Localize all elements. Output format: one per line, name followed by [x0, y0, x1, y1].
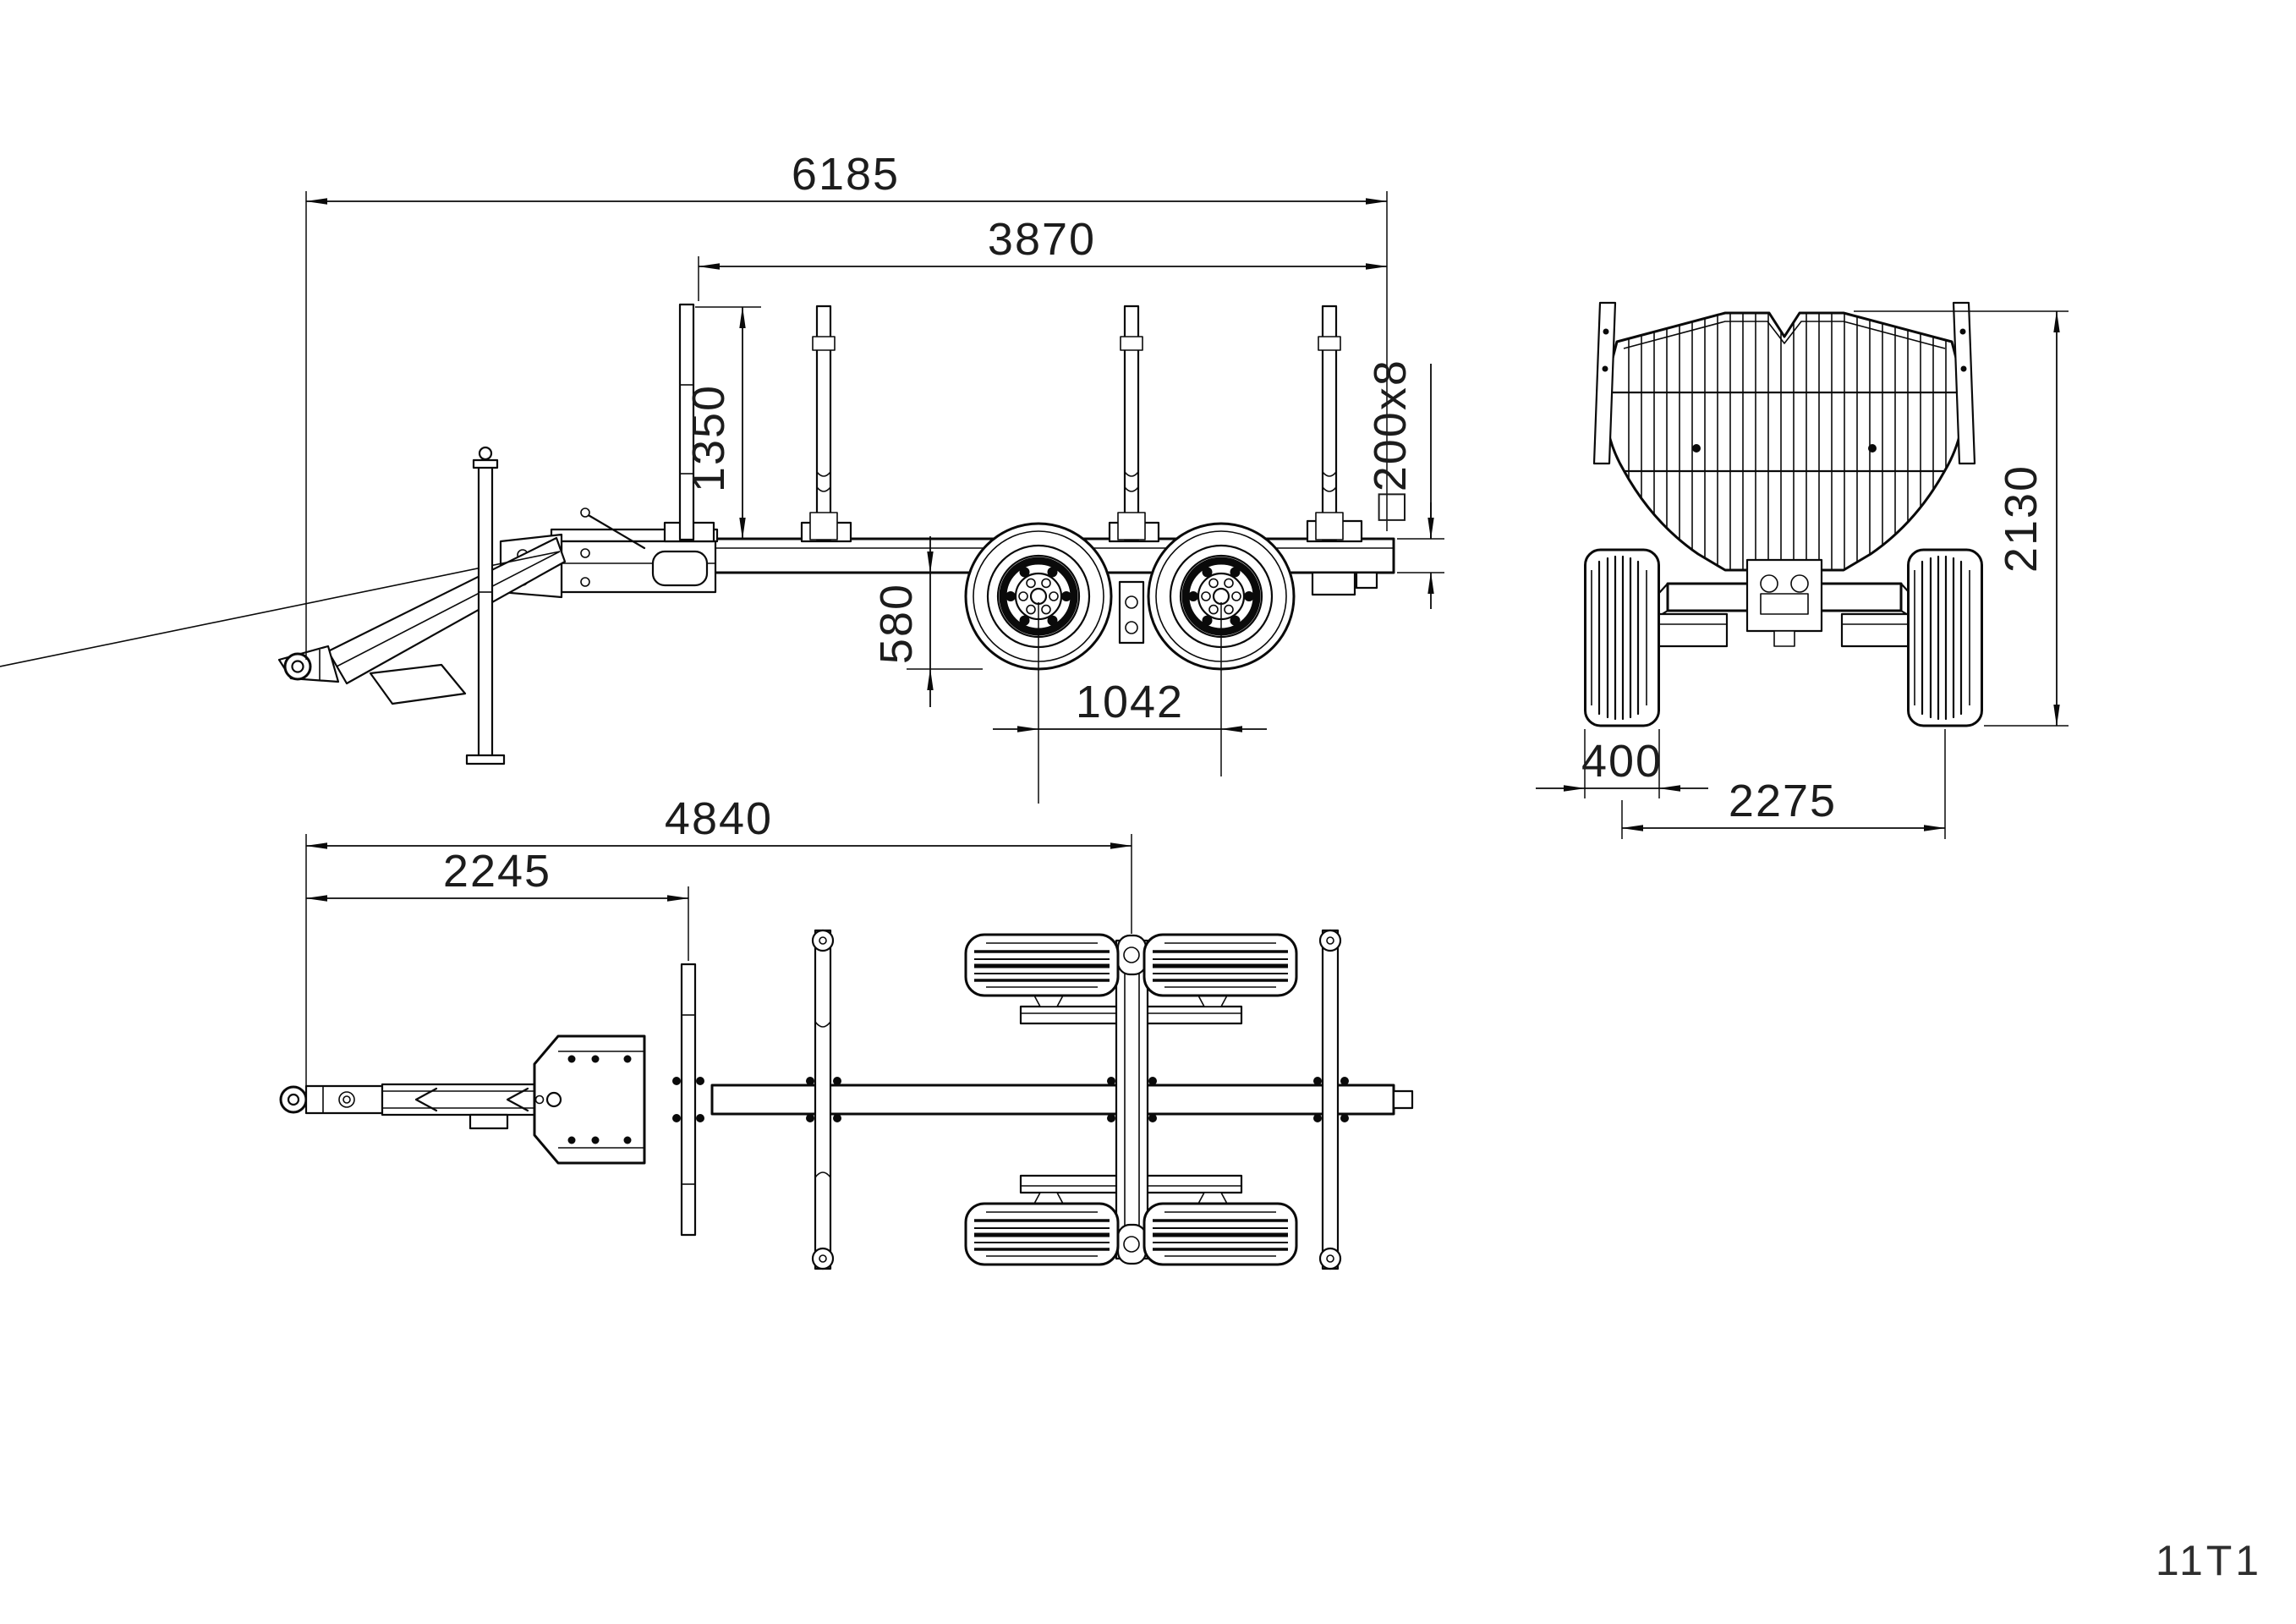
dim-stanchion-height: 1350 — [683, 306, 761, 540]
wheel-rear-right — [1907, 548, 1983, 727]
support-jack — [477, 465, 494, 758]
drawbar-side — [326, 536, 567, 685]
bunk-bars-top — [672, 929, 1349, 1270]
stanchion-rear-left — [1592, 301, 1617, 465]
headboard-grate — [1603, 311, 1965, 572]
rear-view-dimensions: 2130 400 2275 — [1536, 310, 2069, 839]
dim-frame-height: 580 — [871, 536, 983, 707]
wheel-rear-left — [1584, 548, 1660, 727]
dim-hitch-to-first-bunk: 2245 — [305, 846, 689, 961]
dim-track-width-label: 2275 — [1729, 776, 1837, 826]
dim-frame-profile: □200x8 — [1365, 359, 1444, 609]
dim-hitch-to-bogie: 4840 — [305, 793, 1132, 1108]
dim-load-length: 3870 — [698, 214, 1388, 301]
dim-tyre-width-label: 400 — [1581, 736, 1663, 787]
side-view: 6185 3870 1350 580 — [0, 149, 1444, 804]
wheel-top-rear-left — [1144, 935, 1296, 996]
dim-overall-height: 2130 — [1854, 310, 2069, 727]
dim-tyre-width: 400 — [1536, 729, 1708, 798]
drawbar-top — [381, 1083, 536, 1116]
top-view: 4840 2245 — [279, 793, 1414, 1270]
dim-stanchion-height-label: 1350 — [683, 384, 734, 492]
dim-frame-height-label: 580 — [871, 583, 922, 664]
sheet-code: 11T1 — [2156, 1537, 2262, 1584]
dim-overall-length-label: 6185 — [792, 149, 900, 200]
drawbar-a-frame — [533, 1034, 646, 1165]
dim-bogie-wheelbase-label: 1042 — [1076, 677, 1184, 727]
stanchion-rear-right — [1952, 301, 1976, 465]
dim-overall-length: 6185 — [305, 149, 1388, 660]
wheel-top-front-left — [966, 935, 1118, 996]
wheel-top-front-right — [966, 1204, 1118, 1265]
rear-view-structure — [1584, 301, 1983, 727]
dim-hitch-to-bogie-label: 4840 — [665, 793, 773, 844]
side-view-dimensions: 6185 3870 1350 580 — [305, 149, 1444, 804]
dim-overall-height-label: 2130 — [1996, 464, 2047, 573]
dim-hitch-to-first-bunk-label: 2245 — [443, 846, 551, 897]
stanchion-posts-side — [678, 303, 1344, 541]
dim-bogie-wheelbase: 1042 — [993, 602, 1267, 804]
top-view-dimensions: 4840 2245 — [305, 793, 1132, 1108]
dim-track-width: 2275 — [1621, 729, 1946, 839]
top-view-structure — [279, 929, 1414, 1270]
rear-view: 2130 400 2275 — [1536, 301, 2069, 839]
side-view-structure — [0, 303, 1395, 765]
dim-load-length-label: 3870 — [988, 214, 1096, 265]
wheel-top-rear-right — [1144, 1204, 1296, 1265]
dim-frame-profile-label: □200x8 — [1365, 359, 1416, 521]
